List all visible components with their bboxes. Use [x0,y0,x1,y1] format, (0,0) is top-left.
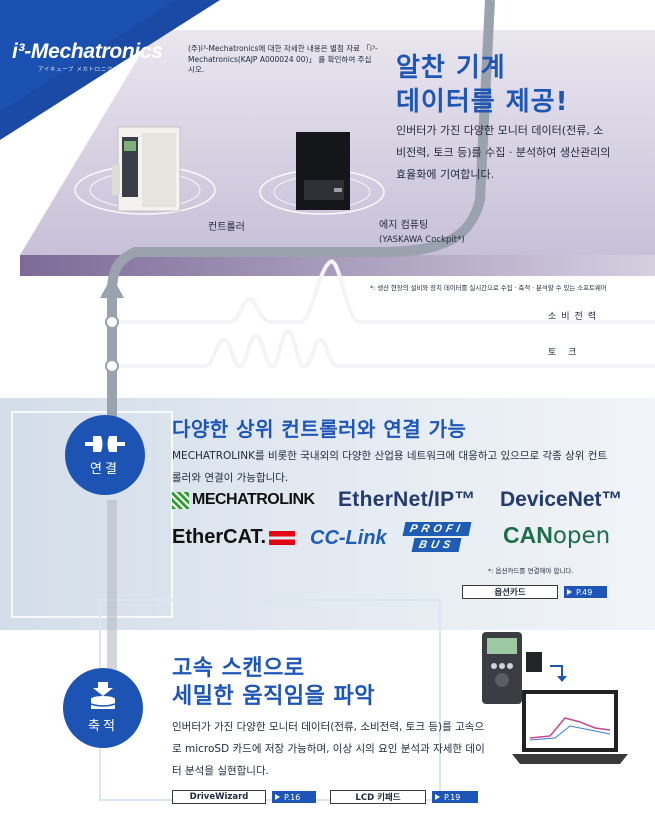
hero-headline: 알찬 기계 데이터를 제공! [396,51,568,119]
keypad-image [482,632,542,704]
brand-logo: i³-Mechatronics アイキューブ メカトロニクス [12,40,163,73]
accumulate-badge: 축적 [63,668,143,748]
reference-note: (주)i³-Mechatronics에 대한 자세한 내용은 별첨 자료 「i³… [188,44,378,74]
accumulate-title: 고속 스캔으로 세밀한 움직임을 파악 [172,655,375,711]
profibus-logo: PROFI BUS [402,521,472,553]
canopen-logo: CANopen [503,522,611,549]
connector-plug-icon [85,436,125,452]
mechatrolink-mark-icon [172,491,189,509]
connect-title: 다양한 상위 컨트롤러와 연결 가능 [172,417,467,441]
software-footnote: *: 생산 현장의 설비와 장치 데이터를 실시간으로 수집 · 축적 · 분석… [370,284,607,292]
transfer-arrow-icon [550,665,567,682]
connect-badge-label: 연결 [90,462,120,477]
accumulate-title-line1: 고속 스캔으로 [172,656,305,681]
edge-computing-subtitle: (YASKAWA Cockpit*) [379,235,465,245]
hero-description: 인버터가 가진 다양한 모니터 데이터(전류, 소비전력, 토크 등)를 수집 … [396,124,611,181]
edge-computer-image [296,132,350,210]
devicenet-logo: DeviceNet™ [500,488,623,511]
lcd-keypad-reference[interactable]: LCD 키패드 P.19 [330,790,478,804]
option-card-footnote: *: 옵션카드를 연결해야 합니다. [488,567,574,575]
ethercat-logo: EtherCAT. [172,526,296,549]
option-card-reference[interactable]: 옵션카드 P.49 [462,585,607,599]
logo-text: i³-Mechatronics [12,40,163,63]
edge-computing-title: 에지 컴퓨팅 [379,220,429,231]
drivewizard-reference[interactable]: DriveWizard P.16 [172,790,316,804]
inverter-controller-image [112,126,181,212]
accumulate-badge-label: 축적 [88,719,118,734]
mechatrolink-logo: MECHATROLINK [172,491,315,509]
lcd-keypad-ref-page[interactable]: P.19 [432,791,478,803]
laptop-image [512,690,628,764]
accumulate-title-line2: 세밀한 움직임을 파악 [172,684,375,709]
power-signal-label: 소비전력 [548,312,602,322]
connect-description: MECHATROLINK를 비롯한 국내외의 다양한 산업용 네트워크에 대응하… [172,450,608,484]
database-download-icon [90,682,116,709]
ethernetip-logo: EtherNet/IP™ [338,488,476,511]
drivewizard-ref-page[interactable]: P.16 [272,791,316,803]
option-card-ref-label: 옵션카드 [462,585,558,599]
drivewizard-ref-label: DriveWizard [172,790,266,804]
controller-label: 컨트롤러 [208,222,245,233]
option-card-ref-page[interactable]: P.49 [564,586,607,598]
torque-signal-label: 토크 [548,348,589,358]
cclink-logo: CC-Link [310,527,387,549]
hero-headline-line2: 데이터를 제공! [396,87,569,117]
edge-computing-label: 에지 컴퓨팅 (YASKAWA Cockpit*) [379,218,465,248]
ethercat-arrow-icon [269,530,296,545]
logo-subtext: アイキューブ メカトロニクス [38,67,119,73]
hero-headline-line1: 알찬 기계 [396,53,506,83]
accumulate-description: 인버터가 가진 다양한 모니터 데이터(전류, 소비전력, 토크 등)를 고속으… [172,721,485,777]
lcd-keypad-ref-label: LCD 키패드 [330,790,426,804]
connect-badge: 연결 [65,415,145,495]
